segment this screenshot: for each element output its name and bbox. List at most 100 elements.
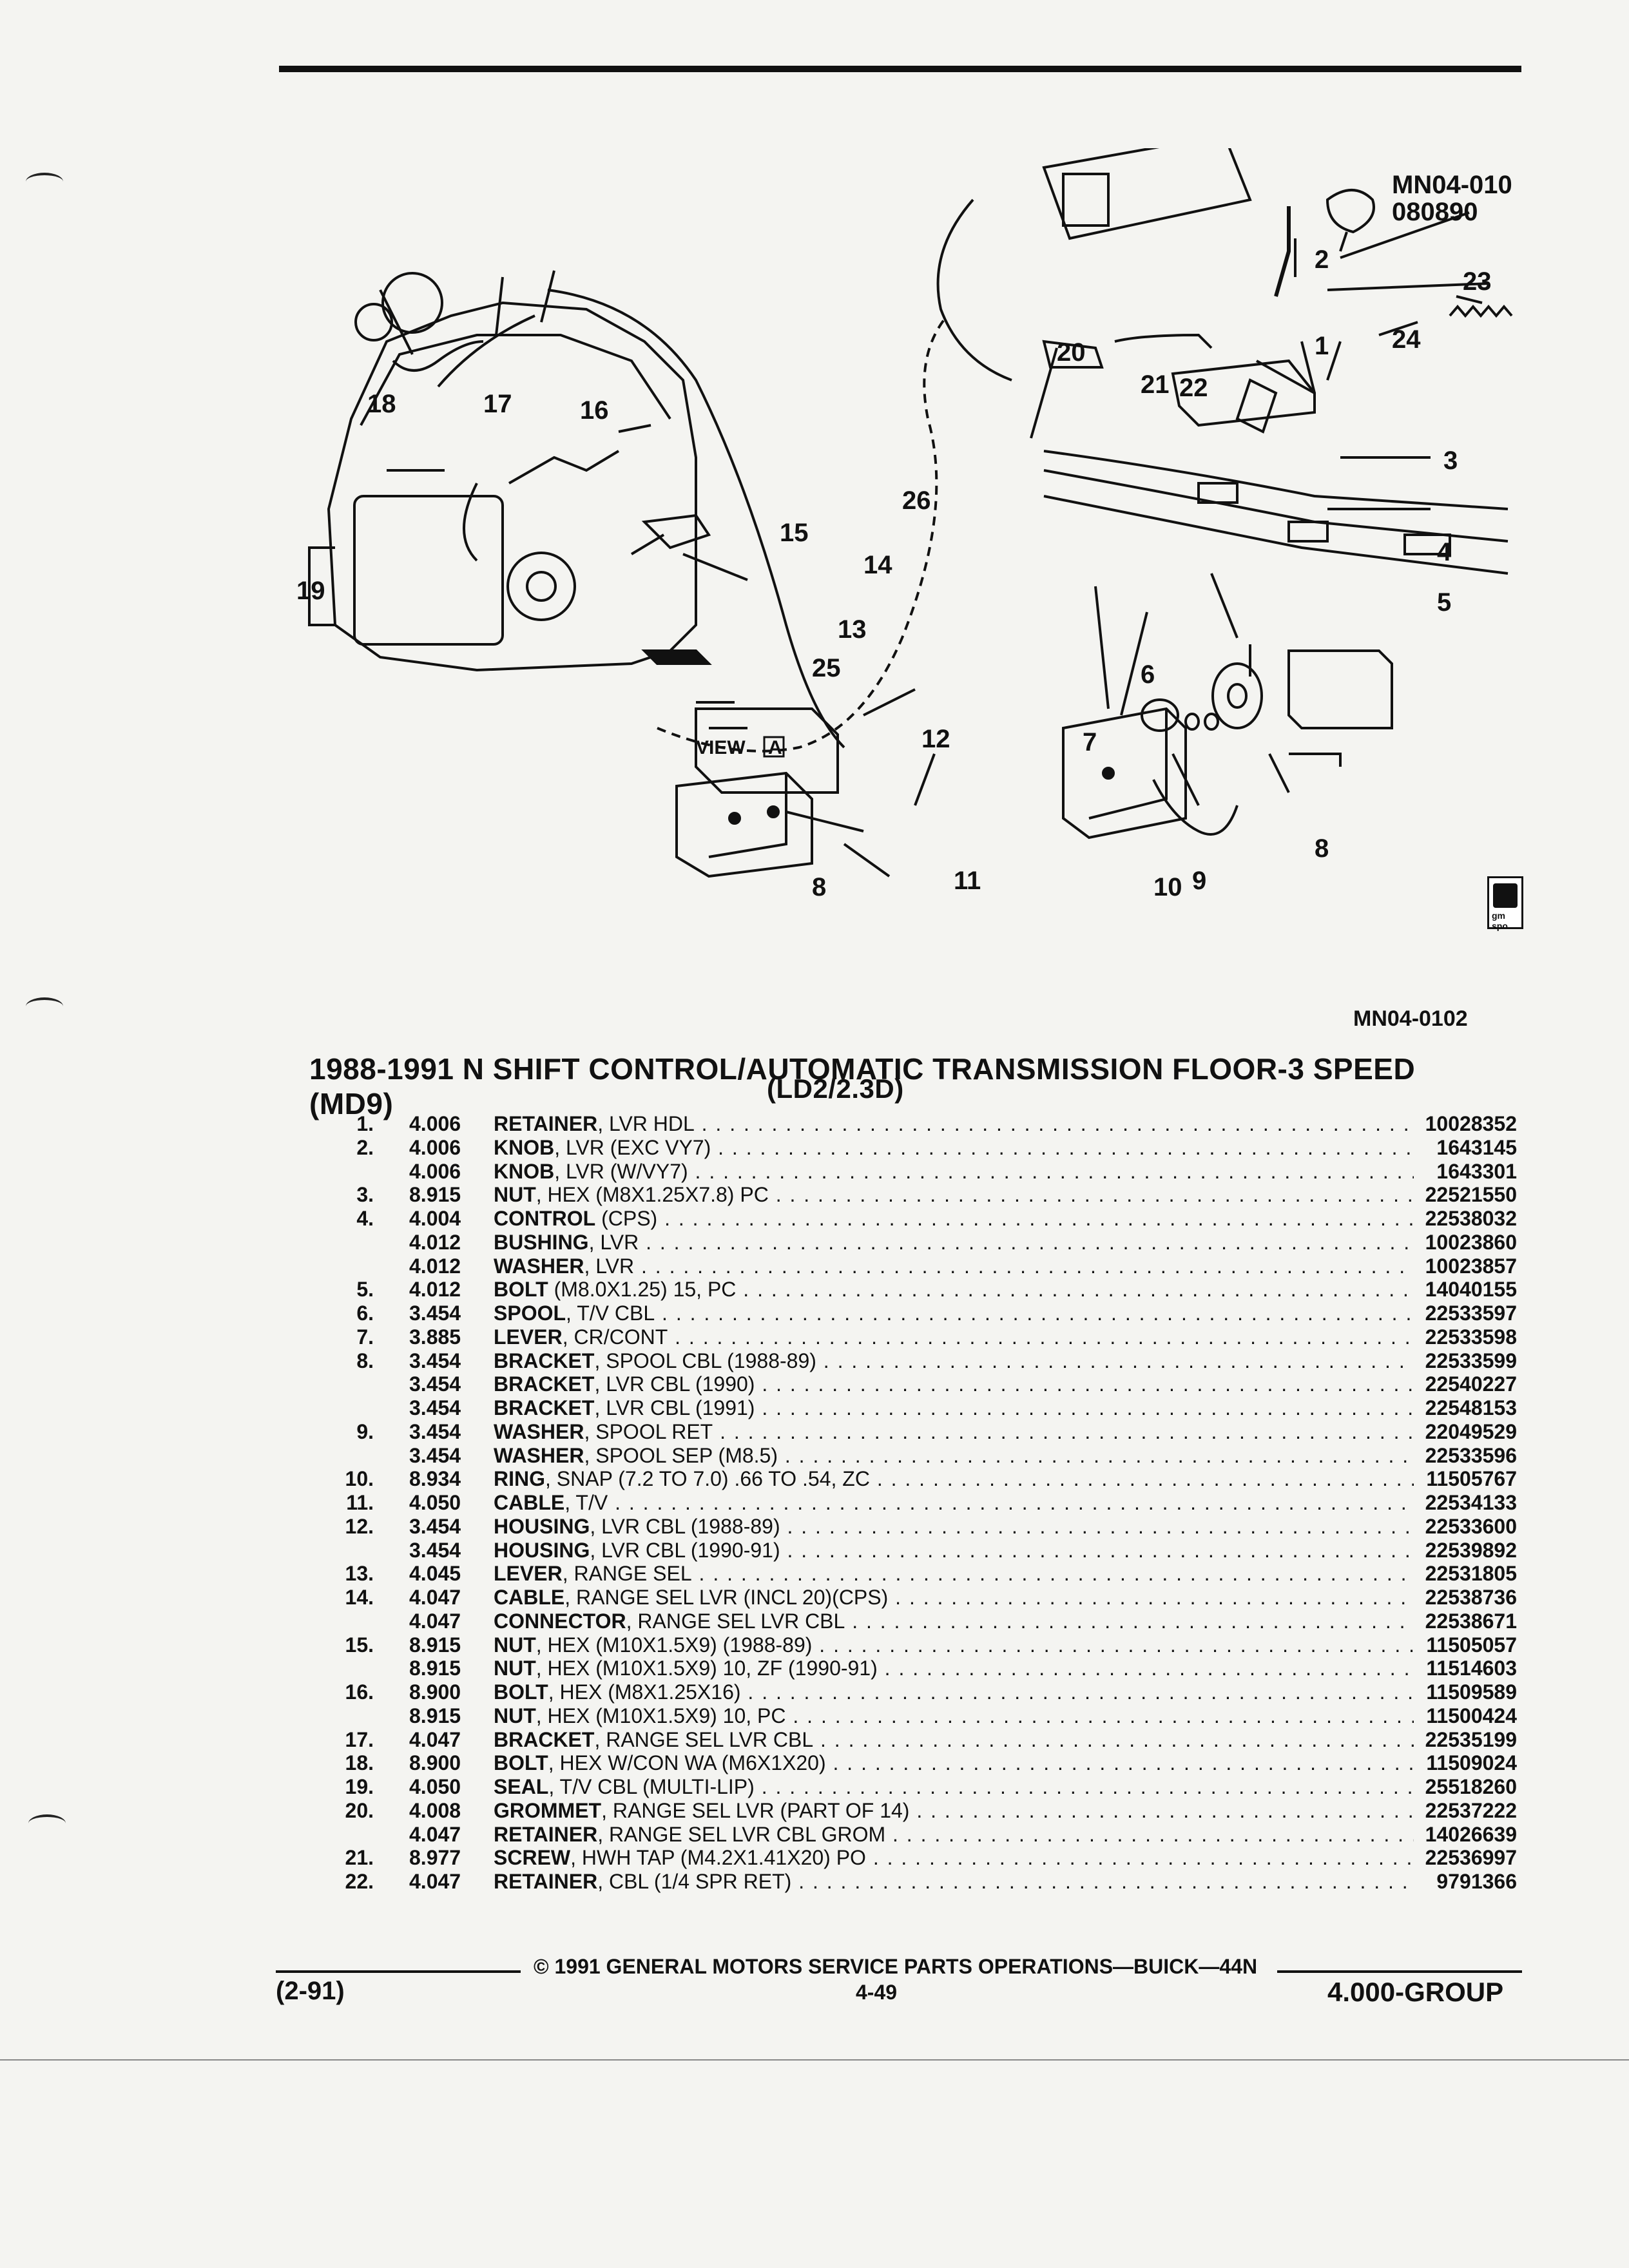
item-number: 6. [356,1302,374,1325]
part-number: 10023860 [1425,1230,1517,1254]
item-number: 10. [345,1467,374,1491]
part-description: WASHER, SPOOL SEP (M8.5) [494,1444,1414,1468]
part-number: 11500424 [1426,1704,1517,1727]
table-row: 4.012 WASHER, LVR 10023857 [303,1254,1517,1278]
part-number: 25518260 [1425,1775,1517,1798]
group-number: 4.004 [409,1207,461,1230]
part-description: HOUSING, LVR CBL (1990-91) [494,1539,1414,1562]
part-name: BOLT [494,1278,548,1302]
item-number: 13. [345,1562,374,1586]
callout-20: 20 [1057,338,1086,367]
part-name: BOLT [494,1680,548,1704]
exploded-parts-diagram: MN04-010 080890 1 2 3 4 5 6 7 8 8 9 10 1… [296,148,1513,901]
part-qualifier: , HEX (M10X1.5X9) 10, ZF (1990-91) [535,1657,878,1680]
part-qualifier: , T/V [564,1491,608,1514]
figure-date-top: 080890 [1392,198,1478,226]
part-description: BRACKET, RANGE SEL LVR CBL [494,1728,1414,1752]
part-name: WASHER [494,1254,584,1278]
part-number: 1643145 [1436,1135,1517,1159]
part-name: BRACKET [494,1349,595,1372]
view-letter: A [768,737,782,758]
group-number: 8.977 [409,1846,461,1870]
part-qualifier: , RANGE SEL LVR (INCL 20)(CPS) [564,1586,889,1609]
item-number: 22. [345,1870,374,1893]
part-description: SEAL, T/V CBL (MULTI-LIP) [494,1775,1414,1799]
group-number: 8.915 [409,1633,461,1657]
part-description: LEVER, CR/CONT [494,1325,1414,1349]
part-name: WASHER [494,1419,584,1443]
group-number: 3.885 [409,1325,461,1349]
part-number: 22533598 [1425,1325,1517,1349]
part-qualifier: , HEX W/CON WA (M6X1X20) [548,1751,826,1775]
part-number: 22533600 [1425,1514,1517,1538]
part-qualifier: (M8.0X1.25) 15, PC [548,1278,737,1302]
part-name: CONNECTOR [494,1609,626,1633]
part-description: LEVER, RANGE SEL [494,1562,1414,1586]
part-description: BRACKET, LVR CBL (1990) [494,1372,1414,1396]
group-number: 8.900 [409,1751,461,1775]
callout-11: 11 [954,867,981,895]
part-number: 22538671 [1425,1609,1517,1633]
part-description: BRACKET, SPOOL CBL (1988-89) [494,1349,1414,1373]
callout-16: 16 [580,396,609,425]
group-number: 8.934 [409,1467,461,1491]
part-description: RETAINER, CBL (1/4 SPR RET) [494,1870,1414,1894]
part-description: HOUSING, LVR CBL (1988-89) [494,1515,1414,1539]
group-number: 4.050 [409,1775,461,1798]
part-description: NUT, HEX (M10X1.5X9) 10, ZF (1990-91) [494,1657,1414,1680]
part-number: 22539892 [1425,1538,1517,1562]
part-number: 10023857 [1425,1254,1517,1278]
item-number: 11. [346,1491,374,1514]
callout-8-right: 8 [1315,834,1329,863]
group-number: 3.454 [409,1419,461,1443]
part-number: 11505057 [1426,1633,1517,1657]
part-name: BRACKET [494,1396,595,1419]
callout-2: 2 [1315,245,1329,274]
part-qualifier: , HEX (M8X1.25X16) [548,1680,741,1704]
revision-date: (2-91) [276,1977,345,2005]
item-number: 4. [356,1207,374,1230]
part-qualifier: , LVR (W/VY7) [554,1159,688,1183]
part-name: HOUSING [494,1538,590,1562]
part-name: SPOOL [494,1302,566,1325]
part-name: BUSHING [494,1230,589,1254]
part-number: 22538032 [1425,1207,1517,1230]
table-row: 8.915 NUT, HEX (M10X1.5X9) 10, ZF (1990-9… [303,1657,1517,1680]
part-number: 11509024 [1426,1751,1517,1775]
part-name: RING [494,1467,545,1491]
group-number: 4.012 [409,1254,461,1278]
callout-23: 23 [1463,267,1492,296]
part-description: WASHER, LVR [494,1254,1414,1278]
part-name: GROMMET [494,1798,602,1822]
part-number: 22535199 [1425,1727,1517,1751]
figure-code-top: MN04-010 [1392,171,1512,199]
footer-rule-left [276,1970,521,1973]
group-label: 4.000-GROUP [1327,1977,1504,2007]
part-name: LEVER [494,1562,563,1586]
item-number: 7. [356,1325,374,1349]
group-number: 8.915 [409,1657,461,1680]
part-qualifier: , HEX (M10X1.5X9) (1988-89) [535,1633,813,1657]
callout-9: 9 [1192,867,1206,895]
part-qualifier: , RANGE SEL LVR CBL [594,1727,814,1751]
group-number: 4.047 [409,1822,461,1846]
item-number: 21. [345,1846,374,1870]
figure-code-bottom: MN04-0102 [1353,1006,1468,1031]
